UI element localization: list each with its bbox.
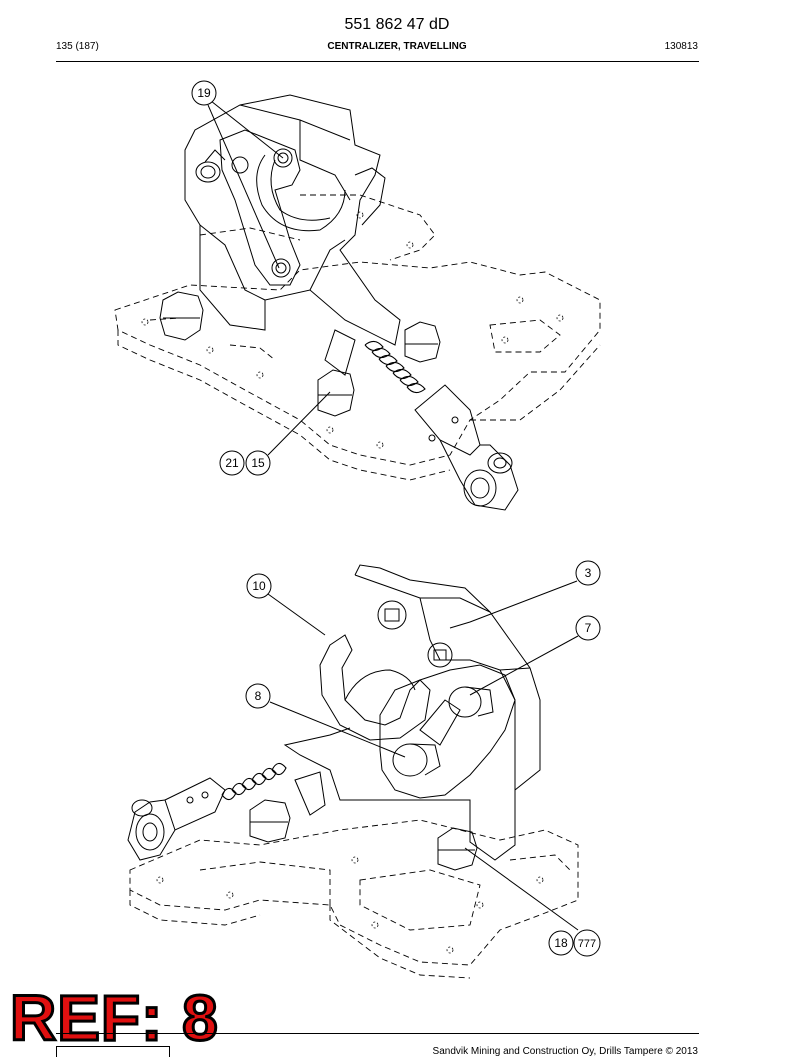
- page-count: 135 (187): [56, 41, 99, 52]
- callout-18: 18: [548, 930, 574, 956]
- bottom-assembly-view: [127, 564, 579, 979]
- callout-777: 777: [573, 929, 601, 957]
- callout-15: 15: [245, 450, 271, 476]
- footer-divider: [56, 1033, 699, 1034]
- callout-21-label: 21: [225, 456, 239, 470]
- callout-8: 8: [245, 683, 271, 709]
- leader-lines: [207, 100, 579, 931]
- callout-777-label: 777: [578, 938, 596, 950]
- callout-3: 3: [575, 560, 601, 586]
- callout-19: 19: [191, 80, 217, 106]
- callout-10-label: 10: [252, 579, 266, 593]
- callout-10: 10: [246, 573, 272, 599]
- callout-3-label: 3: [585, 566, 592, 580]
- ref-stamp: REF: 8: [9, 982, 220, 1054]
- document-number: 551 862 47 dD: [344, 16, 450, 33]
- brand-logo: [56, 1046, 170, 1057]
- footer-copyright: Sandvik Mining and Construction Oy, Dril…: [432, 1046, 698, 1057]
- callout-21: 21: [219, 450, 245, 476]
- top-assembly-view: [114, 94, 601, 511]
- callout-7: 7: [575, 615, 601, 641]
- callout-18-label: 18: [554, 936, 568, 950]
- section-title: CENTRALIZER, TRAVELLING: [327, 41, 467, 52]
- callout-19-label: 19: [197, 86, 211, 100]
- callout-8-label: 8: [255, 689, 262, 703]
- header-divider: [56, 61, 699, 62]
- callout-7-label: 7: [585, 621, 592, 635]
- callout-15-label: 15: [251, 456, 265, 470]
- date-code: 130813: [664, 41, 698, 52]
